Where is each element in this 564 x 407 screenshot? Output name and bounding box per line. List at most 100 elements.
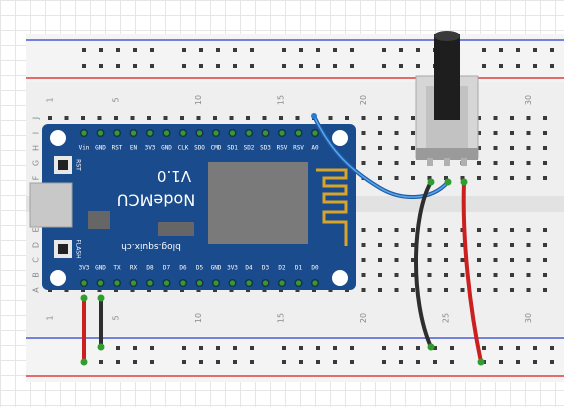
column-number: 5 — [112, 97, 121, 102]
breadboard-hole — [427, 243, 432, 247]
column-number: 15 — [277, 313, 286, 323]
pin-label: D2 — [278, 265, 286, 272]
rail-hole — [182, 346, 186, 350]
breadboard-hole — [460, 288, 465, 292]
breadboard-hole — [526, 116, 531, 120]
pin-label: RSV — [293, 145, 304, 152]
breadboard-hole — [543, 131, 547, 135]
breadboard-hole — [361, 273, 366, 277]
breadboard-hole — [361, 116, 366, 120]
rail-hole — [182, 64, 186, 68]
rail-hole — [399, 48, 403, 52]
rst-label: RST — [75, 159, 82, 171]
wire-end-pot-wiper — [444, 178, 452, 186]
breadboard-hole — [378, 146, 382, 150]
pin-label: CLK — [178, 145, 189, 152]
rail-hole — [150, 346, 154, 350]
column-number: 20 — [359, 313, 368, 323]
rail-hole — [116, 346, 120, 350]
breadboard-hole — [262, 116, 267, 120]
wire-end-pot-right — [460, 178, 468, 186]
breadboard-hole — [493, 176, 498, 180]
pin-gnd — [97, 130, 104, 136]
board-model-text: V1.0 — [157, 167, 191, 185]
rail-hole — [99, 360, 103, 364]
rail-hole — [382, 64, 386, 68]
breadboard-hole — [543, 228, 547, 232]
breadboard-hole — [526, 176, 531, 180]
pin-label: GND — [161, 145, 172, 152]
pin-label: 3V3 — [145, 145, 156, 152]
breadboard-hole — [361, 288, 366, 292]
pin-sd3 — [262, 130, 269, 136]
breadboard-hole — [510, 131, 514, 135]
breadboard-hole — [114, 116, 118, 120]
wire-end-gnd-rail — [427, 343, 435, 351]
rail-hole — [533, 346, 537, 350]
breadboard-hole — [526, 288, 531, 292]
rail-hole — [233, 360, 237, 364]
rail-hole — [333, 346, 337, 350]
column-number: 1 — [46, 97, 55, 102]
rail-hole — [533, 48, 537, 52]
rail-hole — [316, 346, 320, 350]
rail-hole — [282, 346, 286, 350]
breadboard-hole — [460, 176, 465, 180]
usb-connector — [29, 182, 73, 228]
rail-hole — [399, 64, 403, 68]
pot-leg-2 — [444, 158, 450, 166]
breadboard-hole — [378, 116, 382, 120]
bottom-power-rail-area — [26, 336, 564, 382]
breadboard-hole — [543, 243, 547, 247]
pin-clk — [180, 130, 186, 136]
breadboard-hole — [394, 146, 399, 150]
breadboard-hole — [543, 146, 547, 150]
pin-label: 3V3 — [79, 265, 90, 272]
rail-hole — [482, 346, 486, 350]
breadboard-hole — [460, 273, 465, 277]
rail-hole — [450, 360, 454, 364]
rail-hole — [433, 360, 437, 364]
breadboard-hole — [493, 116, 498, 120]
rail-hole — [350, 346, 354, 350]
breadboard-hole — [394, 131, 399, 135]
pin-d1 — [295, 280, 302, 286]
3v3-to-pot — [461, 180, 483, 364]
pin-d4 — [246, 280, 252, 286]
rail-hole — [550, 48, 554, 52]
breadboard-hole — [361, 161, 366, 165]
row-letter: H — [32, 145, 41, 151]
pot-shaft — [434, 34, 460, 120]
rail-hole — [250, 64, 254, 68]
breadboard-hole — [477, 243, 481, 247]
rail-hole — [450, 346, 454, 350]
breadboard-hole — [361, 228, 366, 232]
rail-hole — [350, 48, 354, 52]
pin-gnd — [163, 130, 170, 136]
column-number: 25 — [442, 313, 451, 323]
pin-label: EN — [130, 145, 138, 152]
breadboard-hole — [295, 116, 300, 120]
pin-label: D8 — [146, 265, 154, 272]
breadboard-hole — [394, 176, 399, 180]
breadboard-hole — [526, 161, 531, 165]
pin-label: RST — [112, 145, 123, 152]
breadboard-hole — [411, 228, 415, 232]
pin-label: D6 — [179, 265, 187, 272]
breadboard-hole — [246, 116, 250, 120]
breadboard-hole — [444, 176, 448, 180]
breadboard-hole — [543, 258, 547, 262]
wire-end-gnd-board — [97, 294, 105, 302]
breadboard-hole — [526, 146, 531, 150]
breadboard-hole — [444, 288, 448, 292]
breadboard-hole — [493, 146, 498, 150]
row-letter: I — [32, 132, 41, 134]
wire-end-gnd-rail-left — [97, 343, 105, 351]
breadboard-hole — [394, 116, 399, 120]
rail-hole — [233, 48, 237, 52]
breadboard-hole — [526, 131, 531, 135]
rail-hole — [416, 360, 420, 364]
rail-hole — [382, 346, 386, 350]
mount-hole-tr — [332, 130, 348, 146]
